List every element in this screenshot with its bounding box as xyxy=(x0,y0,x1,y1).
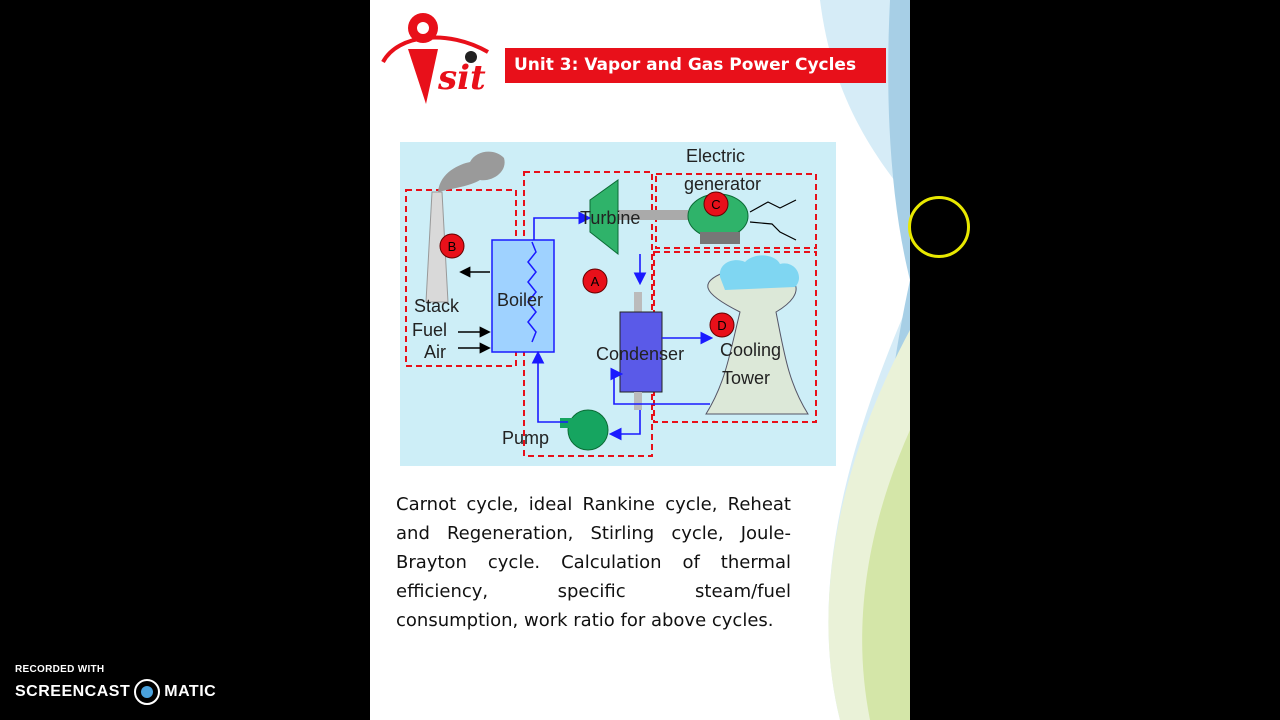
marker-d xyxy=(709,312,735,338)
screencast-watermark: RECORDED WITH SCREENCAST MATIC xyxy=(15,664,216,705)
smoke xyxy=(438,151,505,192)
marker-c xyxy=(703,191,729,217)
record-dot-icon xyxy=(134,679,161,705)
marker-b xyxy=(439,233,465,259)
marker-a-label: A xyxy=(591,274,600,289)
label-tower: Tower xyxy=(722,368,770,388)
marker-a xyxy=(582,268,608,294)
slide-title: Unit 3: Vapor and Gas Power Cycles xyxy=(505,48,886,83)
screencast-brand: SCREENCAST MATIC xyxy=(15,679,216,705)
brand-left: SCREENCAST xyxy=(15,683,131,700)
isit-logo: sit xyxy=(381,13,489,104)
logo-text: sit xyxy=(437,58,486,98)
recorded-with-text: RECORDED WITH xyxy=(15,664,105,675)
label-cooling: Cooling xyxy=(720,340,781,360)
pump xyxy=(567,409,609,451)
label-electric: Electric xyxy=(686,146,745,166)
slide-body-text: Carnot cycle, ideal Rankine cycle, Rehea… xyxy=(396,494,791,631)
brand-right: MATIC xyxy=(164,683,217,700)
label-stack: Stack xyxy=(414,296,460,316)
marker-b-label: B xyxy=(448,239,457,254)
power-plant-diagram: Electric generator Turbine Boiler Stack … xyxy=(400,142,836,466)
label-turbine: Turbine xyxy=(580,208,640,228)
vapor-cloud xyxy=(719,255,800,290)
condenser xyxy=(619,311,663,393)
label-boiler: Boiler xyxy=(497,290,543,310)
label-generator: generator xyxy=(684,174,761,194)
stack xyxy=(425,191,449,303)
marker-c-label: C xyxy=(711,197,720,212)
slide: sit Unit 3: Vapor and Gas Power Cycles xyxy=(370,0,910,720)
slide-background xyxy=(820,0,910,720)
label-fuel: Fuel xyxy=(412,320,447,340)
boiler xyxy=(491,239,555,353)
label-pump: Pump xyxy=(502,428,549,448)
gear-icon xyxy=(465,51,477,63)
label-condenser: Condenser xyxy=(596,344,684,364)
label-air: Air xyxy=(424,342,446,362)
marker-d-label: D xyxy=(717,318,726,333)
cursor-highlight xyxy=(908,196,970,258)
cooling-tower xyxy=(705,271,809,415)
